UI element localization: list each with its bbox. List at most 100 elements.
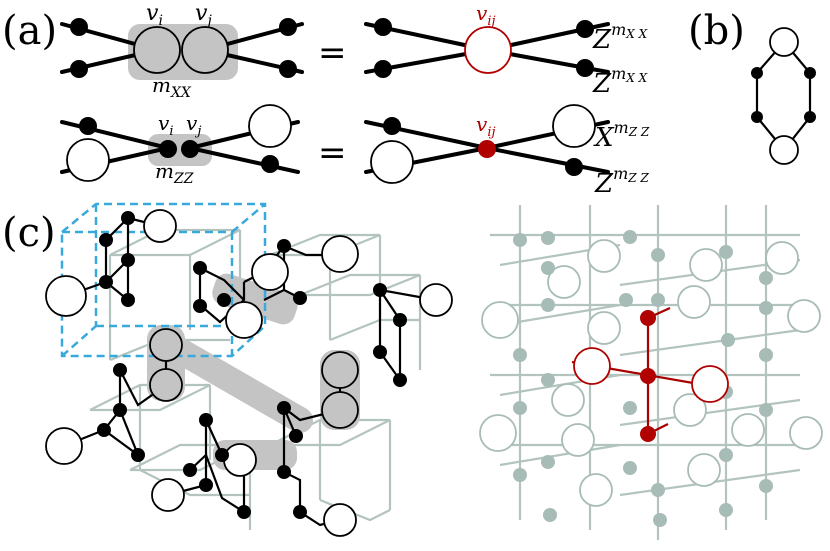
vertex-node xyxy=(769,135,799,165)
qubit-dot xyxy=(759,271,773,285)
qubit-dot xyxy=(293,291,307,305)
qubit-dot xyxy=(183,463,197,477)
qubit-dot xyxy=(541,373,555,387)
vertex-node xyxy=(552,104,596,148)
qubit-dot xyxy=(131,448,145,462)
qubit-dot xyxy=(113,403,127,417)
qubit-dot xyxy=(79,117,97,135)
prism-edge xyxy=(329,318,420,342)
qubit-dot xyxy=(651,293,665,307)
black-cell xyxy=(193,235,359,339)
vertex-node xyxy=(587,239,621,273)
vertex-vi xyxy=(321,351,359,389)
lattice-edge xyxy=(499,303,621,327)
lattice-edge xyxy=(499,443,621,467)
qubit-dot xyxy=(97,423,111,437)
qubit-dot xyxy=(651,248,665,262)
red-qubit-dot xyxy=(640,368,656,384)
vertex-vj xyxy=(181,26,229,74)
black-cell xyxy=(45,328,183,465)
label-vj-bottom: vj xyxy=(186,111,201,139)
vertex-vi xyxy=(149,328,183,362)
qubit-dot xyxy=(721,333,735,347)
qubit-dot xyxy=(277,401,291,415)
qubit-dot xyxy=(541,231,555,245)
qubit-dot xyxy=(541,298,555,312)
edge xyxy=(188,146,300,174)
panel-label-c: (c) xyxy=(2,210,56,256)
vertex-node xyxy=(673,393,707,427)
xx-pair-highlight xyxy=(212,273,298,325)
qubit-dot xyxy=(199,478,213,492)
qubit-dot xyxy=(619,293,633,307)
hexagon-edges xyxy=(755,41,812,152)
panel-a-bottom-lhs xyxy=(60,104,300,182)
label-vij-top: vij xyxy=(476,1,496,29)
vertex-node xyxy=(765,241,799,275)
vertex-node xyxy=(248,104,292,148)
vertex-node xyxy=(45,427,83,465)
cube-edge xyxy=(231,203,266,233)
qubit-dot xyxy=(279,60,297,78)
qubit-dot xyxy=(719,448,733,462)
vertex-node xyxy=(481,301,519,339)
red-qubit-dot xyxy=(640,426,656,442)
vertex-node xyxy=(323,503,357,537)
qubit-dot xyxy=(373,345,387,359)
qubit-dot xyxy=(277,465,291,479)
vertex-vj xyxy=(181,140,199,158)
qubit-dot xyxy=(513,468,527,482)
qubit-dot xyxy=(113,363,127,377)
qubit-dot xyxy=(193,299,207,313)
operator-z-mzz-lower: ZmZ Z xyxy=(594,164,649,199)
qubit-dot xyxy=(623,230,637,244)
cube-edge xyxy=(61,325,97,357)
qubit-dot xyxy=(651,483,665,497)
unit-cell-cube xyxy=(60,202,267,358)
panel-a-bottom-rhs xyxy=(364,104,610,184)
vertex-node xyxy=(561,423,595,457)
qubit-dot xyxy=(121,253,135,267)
qubit-dot xyxy=(99,275,113,289)
vertex-node xyxy=(687,453,721,487)
cell-edge xyxy=(198,268,246,324)
cell-edge xyxy=(199,267,245,301)
qubit-dot xyxy=(289,429,303,443)
qubit-dot xyxy=(513,348,527,362)
qubit-dot xyxy=(513,233,527,247)
panel-label-b: (b) xyxy=(688,8,745,54)
qubit-dot xyxy=(374,18,392,36)
qubit-dot xyxy=(373,283,387,297)
qubit-dot xyxy=(623,401,637,415)
qubit-dot xyxy=(653,513,667,527)
vertex-node xyxy=(223,443,257,477)
qubit-dot xyxy=(121,211,135,225)
qubit-dot xyxy=(261,155,279,173)
black-cell xyxy=(373,283,453,387)
label-mzz: mZZ xyxy=(155,159,194,187)
vertex-vj xyxy=(321,391,359,429)
qubit-dot xyxy=(513,401,527,415)
qubit-dot xyxy=(217,293,231,307)
qubit-dot xyxy=(751,111,763,123)
qubit-dot xyxy=(199,413,213,427)
qubit-dot xyxy=(279,18,297,36)
qubit-dot xyxy=(541,261,555,275)
qubit-dot xyxy=(383,117,401,135)
qubit-dot xyxy=(759,348,773,362)
cell-edge xyxy=(167,452,208,497)
merged-vertex-vij xyxy=(464,26,512,74)
panel-a-top-rhs xyxy=(364,18,610,78)
edge xyxy=(485,146,610,174)
qubit-dot xyxy=(804,67,816,79)
vertex-node xyxy=(151,478,185,512)
vertex-node xyxy=(45,275,87,317)
vertex-node xyxy=(677,285,711,319)
operator-z-mxx-upper: ZmX X xyxy=(592,20,648,55)
qubit-dot xyxy=(393,373,407,387)
grey-lattice-nodes xyxy=(479,230,823,527)
qubit-dot xyxy=(751,67,763,79)
qubit-dot xyxy=(543,508,557,522)
merged-vertex-vij xyxy=(478,140,496,158)
black-cell xyxy=(277,351,359,537)
